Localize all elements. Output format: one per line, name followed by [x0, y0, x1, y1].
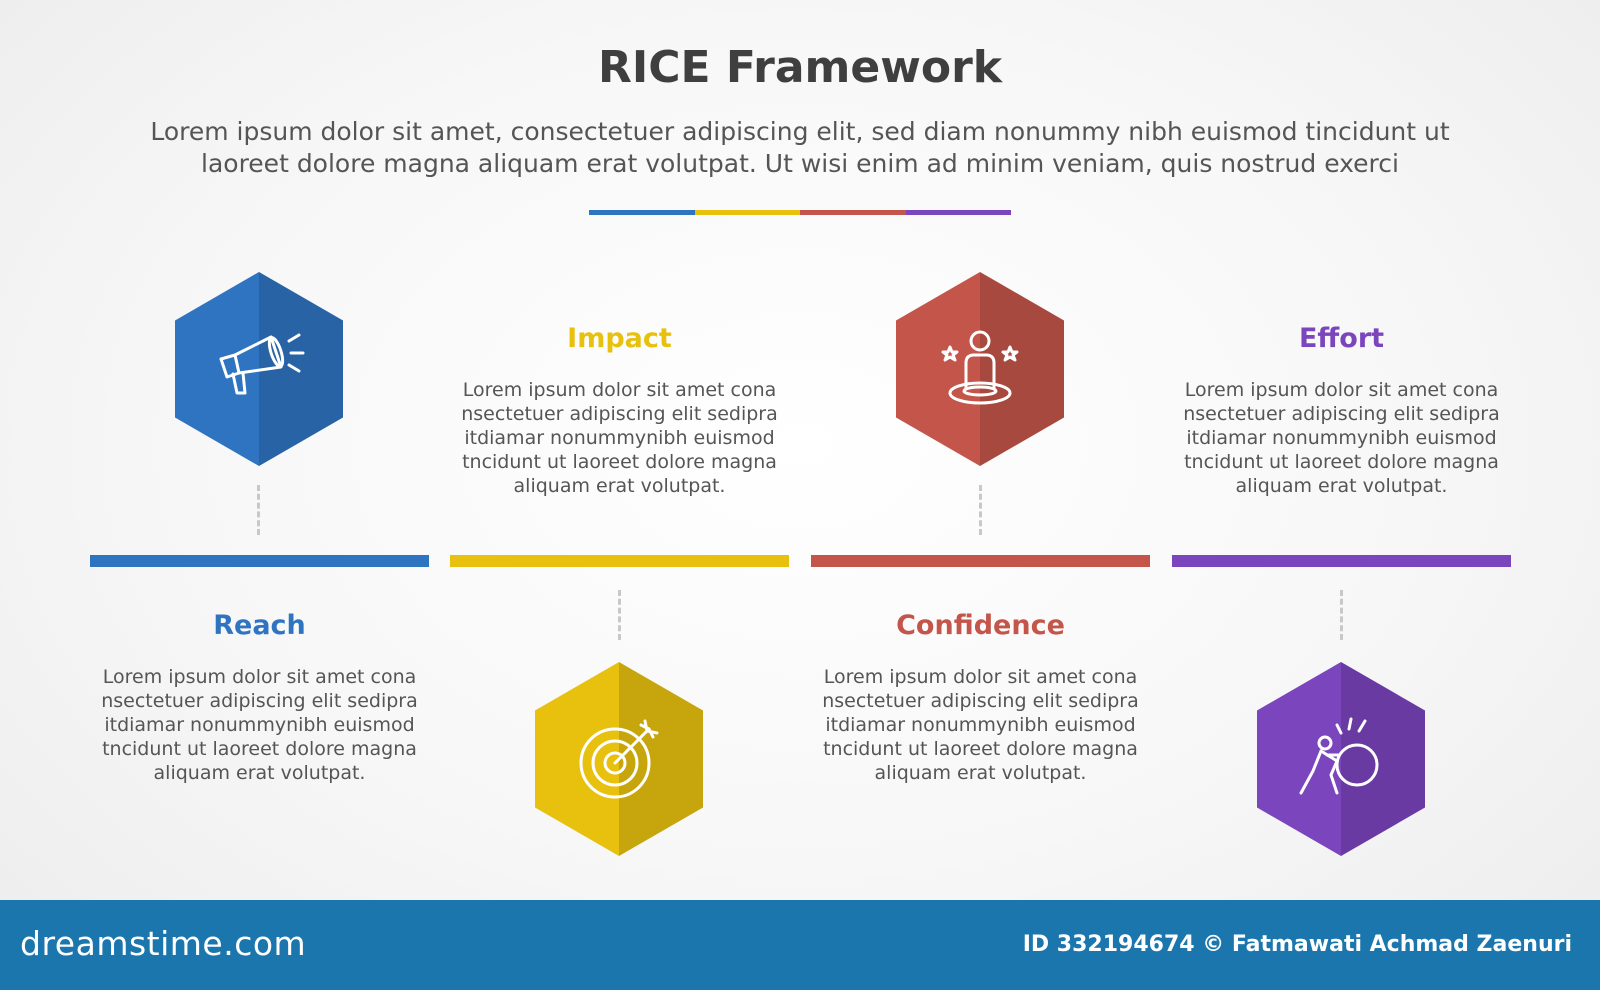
accent-segment-impact: [694, 210, 800, 215]
effort-connector: [1340, 590, 1343, 640]
effort-hexagon: [1257, 662, 1425, 856]
reach-hexagon: [175, 272, 343, 466]
page-title: RICE Framework: [597, 42, 1003, 93]
impact-timeline-bar: [450, 555, 789, 567]
person-on-podium-icon: [941, 330, 1019, 405]
confidence-heading: Confidence: [896, 610, 1065, 641]
reach-timeline-bar: [90, 555, 429, 567]
impact-heading: Impact: [567, 323, 672, 354]
impact-description: Lorem ipsum dolor sit amet cona nsectetu…: [461, 379, 778, 497]
reach-description: Lorem ipsum dolor sit amet cona nsectetu…: [101, 666, 418, 784]
effort-heading: Effort: [1298, 323, 1385, 354]
confidence-hexagon: [896, 272, 1064, 466]
confidence-timeline-bar: [811, 555, 1150, 567]
effort-description: Lorem ipsum dolor sit amet cona nsectetu…: [1183, 379, 1500, 497]
page-subtitle: Lorem ipsum dolor sit amet, consectetuer…: [110, 116, 1490, 180]
impact-hexagon: [535, 662, 703, 856]
image-credit: ID 332194674 © Fatmawati Achmad Zaenuri: [1022, 932, 1572, 957]
footer-bar: dreamstime.com ID 332194674 © Fatmawati …: [0, 900, 1600, 990]
reach-heading: Reach: [213, 610, 306, 641]
brand-logo[interactable]: dreamstime.com: [20, 924, 307, 963]
reach-connector: [257, 485, 260, 535]
subtitle-line: Lorem ipsum dolor sit amet, consectetuer…: [150, 117, 1450, 146]
accent-segment-confidence: [800, 210, 906, 215]
target-icon: [579, 719, 659, 799]
confidence-description: Lorem ipsum dolor sit amet cona nsectetu…: [822, 666, 1139, 784]
effort-timeline-bar: [1172, 555, 1511, 567]
confidence-connector: [979, 485, 982, 535]
subtitle-line: laoreet dolore magna aliquam erat volutp…: [201, 149, 1399, 178]
megaphone-icon: [219, 333, 305, 395]
accent-segment-effort: [905, 210, 1011, 215]
impact-connector: [618, 590, 621, 640]
accent-bar: [589, 210, 1011, 215]
pushing-boulder-icon: [1299, 717, 1379, 795]
accent-segment-reach: [589, 210, 695, 215]
